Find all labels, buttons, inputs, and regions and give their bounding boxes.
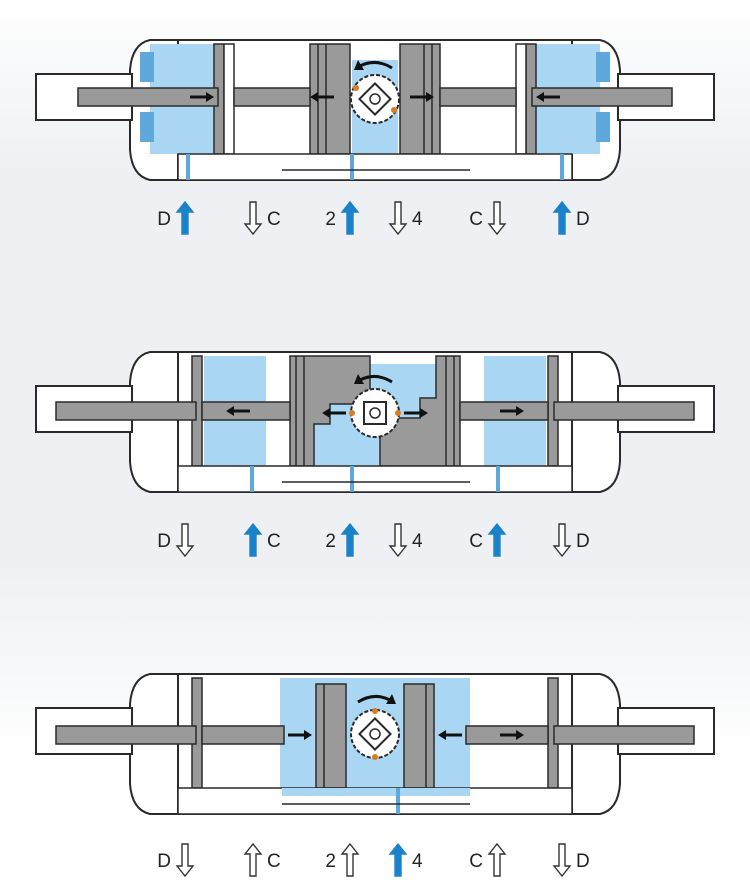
rotation-arrow (357, 695, 391, 704)
port-label: 2 (325, 851, 336, 872)
port-arrow (175, 843, 195, 878)
pinion-dot-1 (349, 410, 355, 416)
port-label: 2 (325, 531, 336, 552)
end-cap-left (129, 351, 179, 493)
rack-left (315, 683, 347, 789)
port-label: D (576, 209, 590, 230)
piston-right-b (515, 43, 527, 155)
port-label: D (576, 851, 590, 872)
rod-left (77, 87, 219, 107)
actuator-state-2 (35, 351, 715, 493)
end-cap-right (571, 351, 621, 493)
rod-right (553, 725, 695, 745)
port-channel (177, 465, 573, 493)
actuator-state-3 (35, 673, 715, 815)
port-arrow (552, 200, 572, 235)
rod-center-right (439, 87, 517, 107)
port-arrow (388, 523, 408, 558)
pinion-dot-2 (395, 410, 401, 416)
pinion-dot-2 (391, 107, 397, 113)
port-label: C (469, 851, 483, 872)
port-arrow (487, 522, 507, 557)
rack-right (403, 683, 435, 789)
port-label: 4 (412, 209, 423, 230)
port-arrow (340, 200, 360, 235)
pinion-dot-1 (372, 708, 378, 714)
port-arrow (243, 522, 263, 557)
port-label: D (157, 851, 171, 872)
port-arrow (552, 843, 572, 878)
rotation-arrow (359, 61, 393, 70)
port-arrow (175, 200, 195, 235)
rack-right (399, 43, 441, 155)
port-label: D (576, 531, 590, 552)
actuator-state-1 (35, 39, 715, 181)
port-arrow (388, 201, 408, 236)
piston-left-b (223, 43, 235, 155)
port-arrow (340, 522, 360, 557)
port-arrow (243, 842, 263, 877)
seal-right (596, 52, 610, 82)
port-label: C (267, 209, 281, 230)
seal-left-2 (140, 112, 154, 142)
rod-left (55, 401, 197, 421)
rod-center-left (201, 725, 285, 745)
port-label: 2 (325, 209, 336, 230)
rod-left (55, 725, 197, 745)
port-label: D (157, 209, 171, 230)
rod-right (553, 401, 695, 421)
pinion-dot-2 (372, 754, 378, 760)
seal-left (140, 52, 154, 82)
port-label: C (267, 851, 281, 872)
port-arrow (388, 842, 408, 877)
port-arrow (243, 201, 263, 236)
seal-right-2 (596, 112, 610, 142)
rotation-arrow (359, 375, 393, 384)
port-channel (177, 153, 573, 181)
port-label: C (469, 209, 483, 230)
port-arrow (340, 842, 360, 877)
port-label: D (157, 531, 171, 552)
port-label: 4 (412, 851, 423, 872)
port-arrow (552, 523, 572, 558)
port-arrow (487, 201, 507, 236)
port-arrow (487, 842, 507, 877)
port-label: C (267, 531, 281, 552)
rod-center-left (233, 87, 311, 107)
port-arrow (175, 523, 195, 558)
port-label: 4 (412, 531, 423, 552)
pinion-dot-1 (353, 85, 359, 91)
port-label: C (469, 531, 483, 552)
rod-right (531, 87, 673, 107)
